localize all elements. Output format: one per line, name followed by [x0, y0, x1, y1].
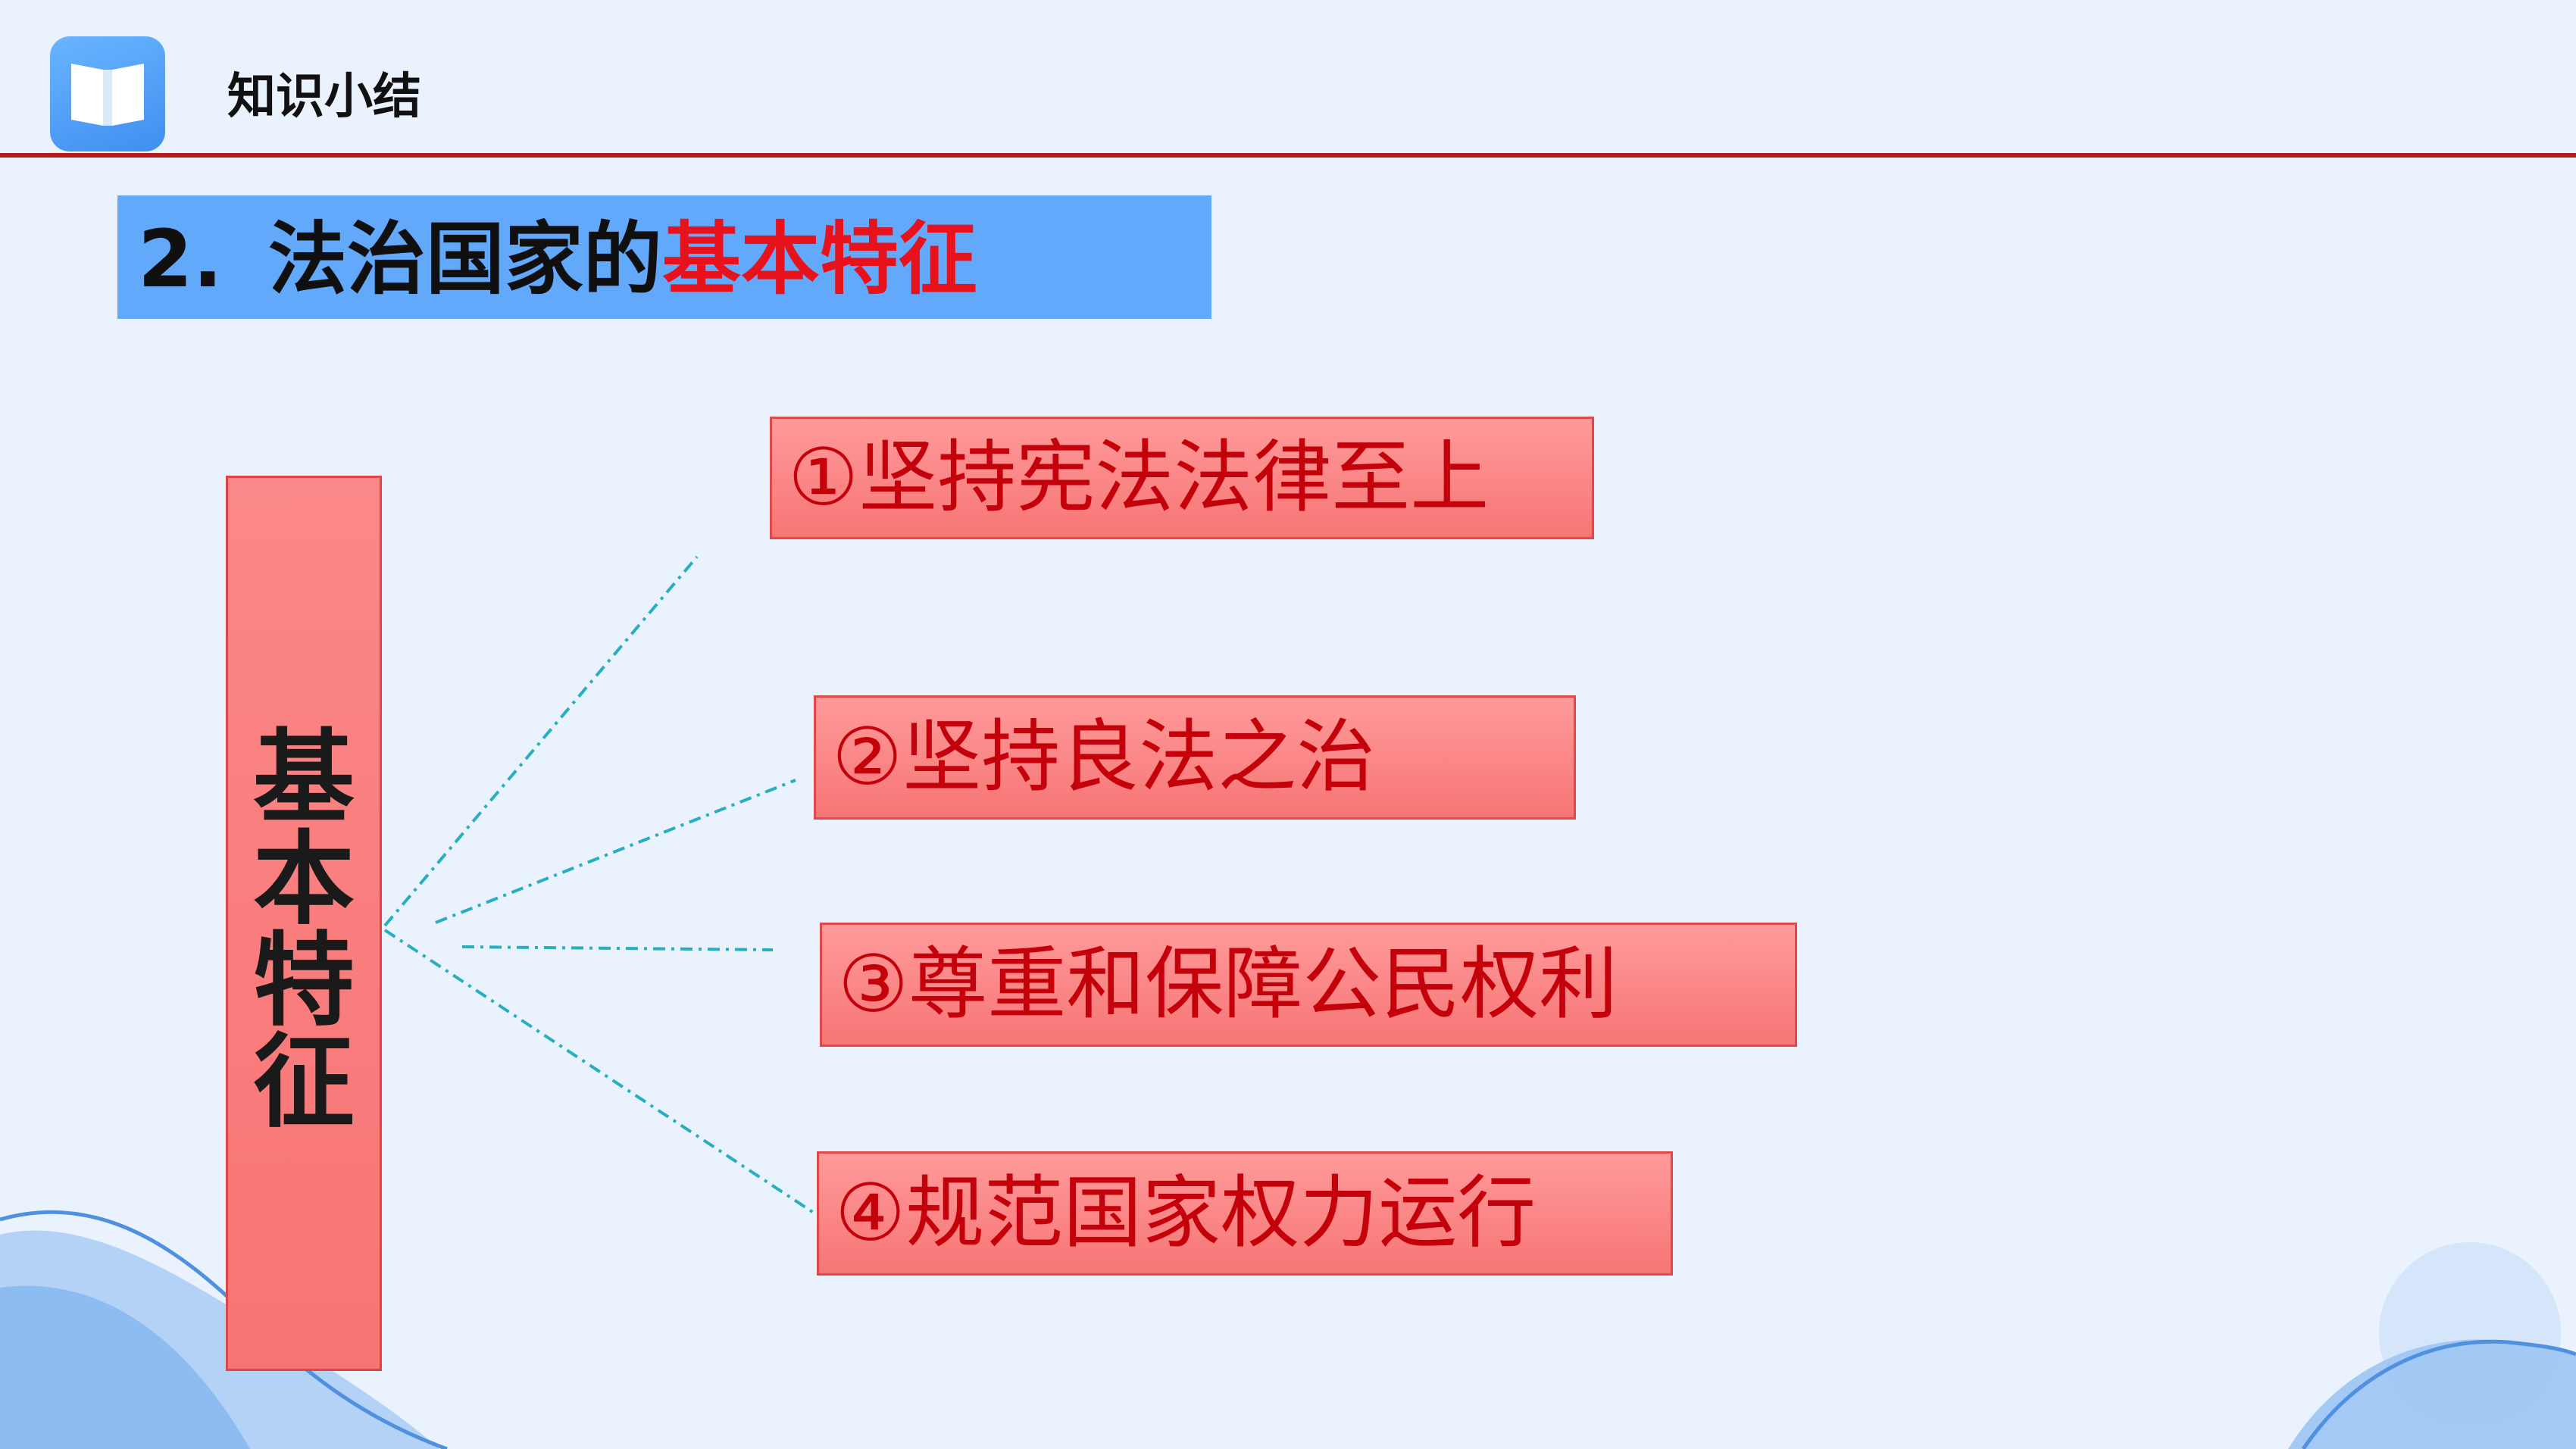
feature-node-3 [820, 923, 1797, 1047]
feature-node-4 [817, 1151, 1673, 1276]
feature-node-2 [814, 695, 1576, 820]
header-title: 知识小结 [227, 69, 421, 125]
feature-node-1 [770, 417, 1594, 539]
root-char: 本 [252, 820, 355, 938]
root-node-box [226, 476, 382, 1371]
feature-label-2: ②坚持良法之治 [832, 710, 1376, 803]
section-title-highlight: 基本特征 [661, 213, 977, 305]
section-title: 2.法治国家的基本特征 [138, 220, 977, 298]
feature-label-1: ①坚持宪法法律至上 [788, 431, 1490, 523]
connector-line-1 [383, 555, 699, 927]
connector-line-4 [383, 929, 820, 1217]
feature-label-3: ③尊重和保障公民权利 [838, 938, 1618, 1030]
root-char: 特 [252, 922, 355, 1040]
header-divider [0, 153, 2576, 158]
feature-label-4: ④规范国家权力运行 [835, 1166, 1537, 1259]
section-title-plain: 法治国家的 [267, 213, 662, 305]
root-char: 征 [252, 1023, 355, 1141]
connector-line-3 [461, 945, 774, 951]
section-title-banner [117, 195, 1211, 319]
root-char: 基 [252, 719, 355, 837]
book-icon [50, 36, 165, 151]
connector-line-2 [435, 779, 796, 924]
root-node-label: 基 本 特 征 [226, 727, 382, 1133]
section-number: 2. [138, 213, 223, 305]
